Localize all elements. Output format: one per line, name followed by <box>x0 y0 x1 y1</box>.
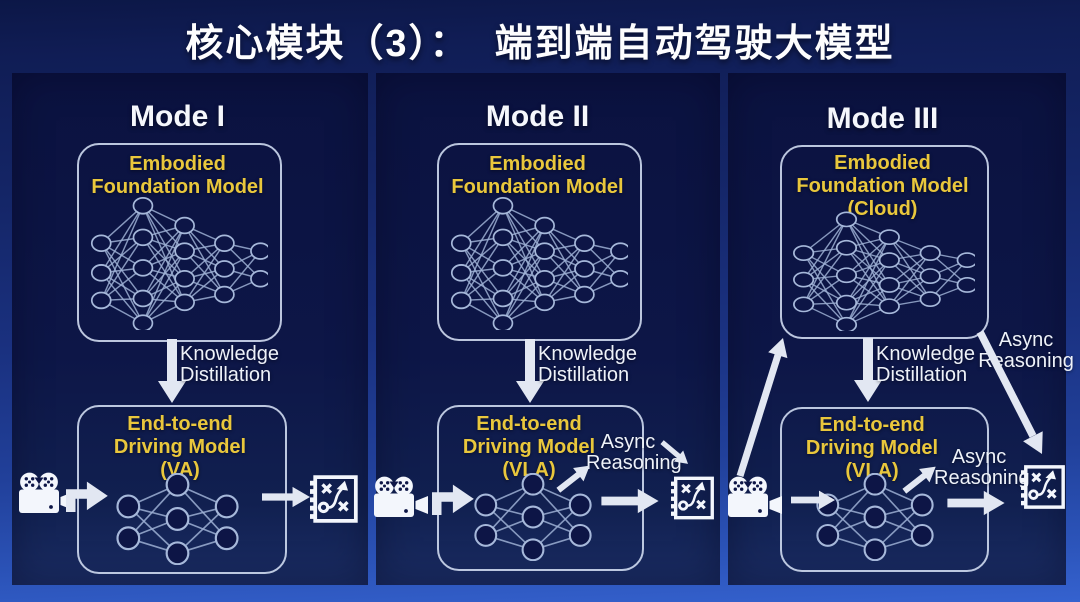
mode-1-title: Mode I <box>130 100 225 133</box>
mode-3-driving-box <box>780 407 989 572</box>
mode-3-foundation-box <box>780 145 989 339</box>
mode-3-async-top-label: Async Reasoning <box>978 329 1074 372</box>
mode-2-driving-box <box>437 405 644 571</box>
mode-3-distillation-label: Knowledge Distillation <box>876 343 975 386</box>
mode-3-async-mid-label: Async Reasoning <box>934 446 1030 489</box>
playbook-route-icon <box>310 474 360 524</box>
mode-2-title: Mode II <box>485 100 590 133</box>
mode-1-output-arrow <box>262 484 310 510</box>
mode-3-foundation-network <box>793 211 975 331</box>
mode-2-async-label: Async Reasoning <box>586 431 682 474</box>
playbook-route-icon <box>671 475 716 521</box>
mode-2-foundation-network <box>450 197 628 330</box>
mode-2-driving-network <box>474 473 592 561</box>
mode-3-upload-arrow <box>736 338 788 478</box>
mode-3-driving-label: End-to-end Driving Model (VLA) <box>805 414 939 482</box>
camera-icon <box>726 476 784 522</box>
mode-1-distillation-label: Knowledge Distillation <box>180 343 279 386</box>
mode-2-driving-label: End-to-end Driving Model (VLA) <box>462 413 596 481</box>
mode-1-input-arrow <box>62 474 108 512</box>
mode-2-distillation-label: Knowledge Distillation <box>538 343 637 386</box>
camera-icon <box>372 476 430 522</box>
mode-2-foundation-label: Embodied Foundation Model <box>451 153 624 198</box>
mode-3-input-arrow <box>791 488 835 512</box>
mode-1-foundation-label: Embodied Foundation Model <box>91 153 264 198</box>
mode-3-driving-network <box>816 473 934 561</box>
mode-2-input-arrow <box>428 477 474 515</box>
mode-1-driving-label: End-to-end Driving Model (VA) <box>113 413 247 481</box>
mode-1-foundation-box <box>77 143 282 342</box>
mode-2-foundation-box <box>437 143 642 341</box>
mode-3-async-top-arrow <box>976 330 1043 454</box>
mode-3-foundation-label: Embodied Foundation Model (Cloud) <box>796 152 969 220</box>
mode-2-output-arrow <box>597 488 663 514</box>
mode-1-driving-network <box>116 473 239 565</box>
mode-3-output-arrow <box>938 490 1014 516</box>
playbook-route-icon <box>1021 463 1067 511</box>
mode-3-title: Mode III <box>826 102 939 135</box>
mode-1-foundation-network <box>90 197 268 330</box>
slide-title: 核心模块（3）： 端到端自动驾驶大模型 <box>185 23 895 65</box>
